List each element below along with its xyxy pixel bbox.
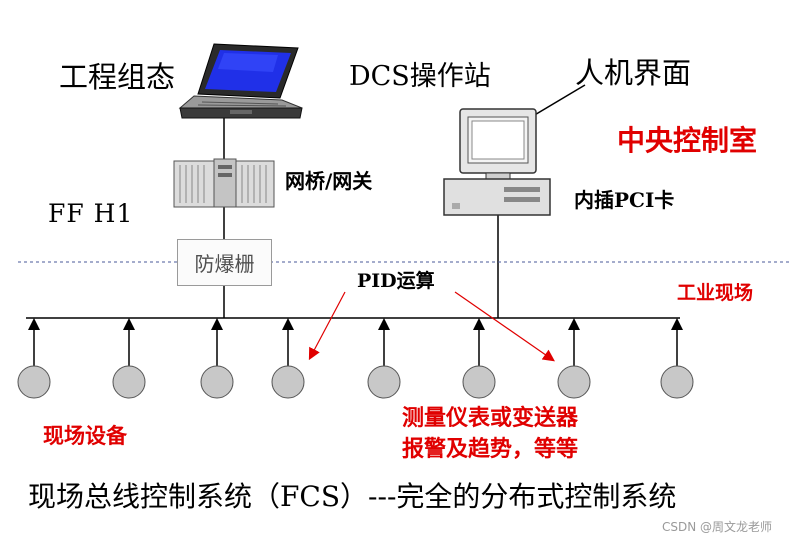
field-device [660,365,694,399]
pci-card-label: 内插PCI卡 [574,188,675,212]
laptop-icon [178,43,303,119]
measure-label-line1: 测量仪表或变送器 [402,405,579,431]
engineering-label: 工程组态 [59,60,176,94]
device-drops [28,318,683,366]
hmi-label: 人机界面 [575,56,692,90]
watermark: CSDN @周文龙老师 [662,520,773,534]
explosion-barrier-box: 防爆栅 [177,239,272,286]
field-device [462,365,496,399]
desktop-computer-icon [443,108,551,216]
field-devices-label: 现场设备 [43,423,127,448]
barrier-label: 防爆栅 [194,252,255,276]
pid-label: PID运算 [357,270,435,292]
field-devices [17,365,694,399]
field-label: 工业现场 [677,282,754,304]
field-device [200,365,234,399]
field-device [17,365,51,399]
pid-arrow-left [308,291,346,361]
diagram-caption: 现场总线控制系统（FCS）---完全的分布式控制系统 [28,480,677,513]
dcs-station-label: DCS操作站 [349,61,491,92]
pid-arrow-right [454,291,555,362]
central-room-label: 中央控制室 [617,124,758,157]
server-rack-icon [173,158,275,208]
field-device [557,365,591,399]
ff-h1-label: FF H1 [48,199,134,228]
field-device [112,365,146,399]
measure-label-line2: 报警及趋势，等等 [402,436,579,462]
bridge-gateway-label: 网桥/网关 [285,169,373,193]
field-device [367,365,401,399]
field-device [271,365,305,399]
